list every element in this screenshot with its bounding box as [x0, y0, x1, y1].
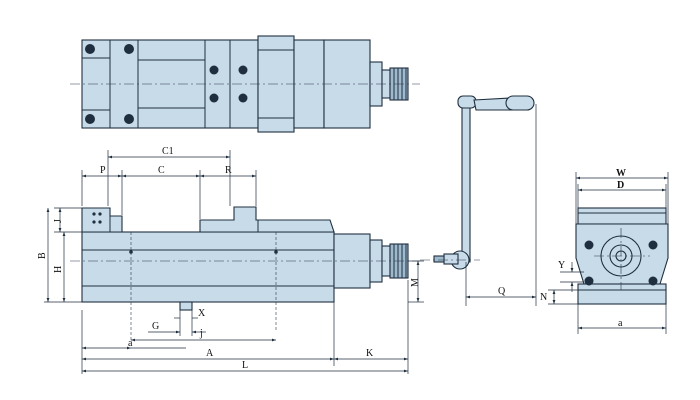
label-w: W [616, 168, 626, 179]
label-a: A [206, 348, 214, 359]
dimension-labels: C1 P C R J B H G X j a A K L M Q W D Y N… [37, 146, 626, 371]
top-view [70, 35, 420, 133]
bolt-hole-icon [584, 240, 594, 250]
hole-icon [92, 220, 96, 224]
bolt-hole-icon [238, 65, 248, 75]
hole-icon [98, 220, 102, 224]
bolt-hole-icon [209, 65, 219, 75]
label-q: Q [498, 286, 506, 297]
bolt-hole-icon [648, 240, 658, 250]
label-l: L [242, 360, 248, 371]
label-a-end: a [618, 318, 623, 329]
label-y: Y [558, 260, 565, 271]
label-h: H [53, 266, 64, 273]
label-n: N [540, 292, 547, 303]
bolt-hole-icon [85, 44, 95, 54]
label-c: C [158, 165, 165, 176]
crank-handle [420, 95, 535, 270]
label-p: P [100, 165, 106, 176]
label-m: M [410, 278, 421, 287]
front-view [70, 206, 420, 340]
hole-icon [98, 212, 102, 216]
bolt-hole-icon [209, 93, 219, 103]
bolt-hole-icon [124, 114, 134, 124]
dimension-lines [44, 104, 669, 374]
label-r: R [225, 165, 232, 176]
bolt-hole-icon [124, 44, 134, 54]
label-a-small: a [128, 338, 133, 349]
label-j-small: j [199, 328, 203, 339]
bolt-hole-icon [238, 93, 248, 103]
label-g: G [152, 321, 159, 332]
end-view [575, 207, 669, 305]
label-d: D [617, 180, 624, 191]
label-x: X [198, 308, 206, 319]
label-j: J [53, 219, 64, 223]
hole-icon [92, 212, 96, 216]
bolt-hole-icon [85, 114, 95, 124]
bolt-hole-icon [584, 276, 594, 286]
label-c1: C1 [162, 146, 174, 157]
label-b: B [37, 252, 48, 259]
label-k: K [366, 348, 374, 359]
bolt-hole-icon [648, 276, 658, 286]
